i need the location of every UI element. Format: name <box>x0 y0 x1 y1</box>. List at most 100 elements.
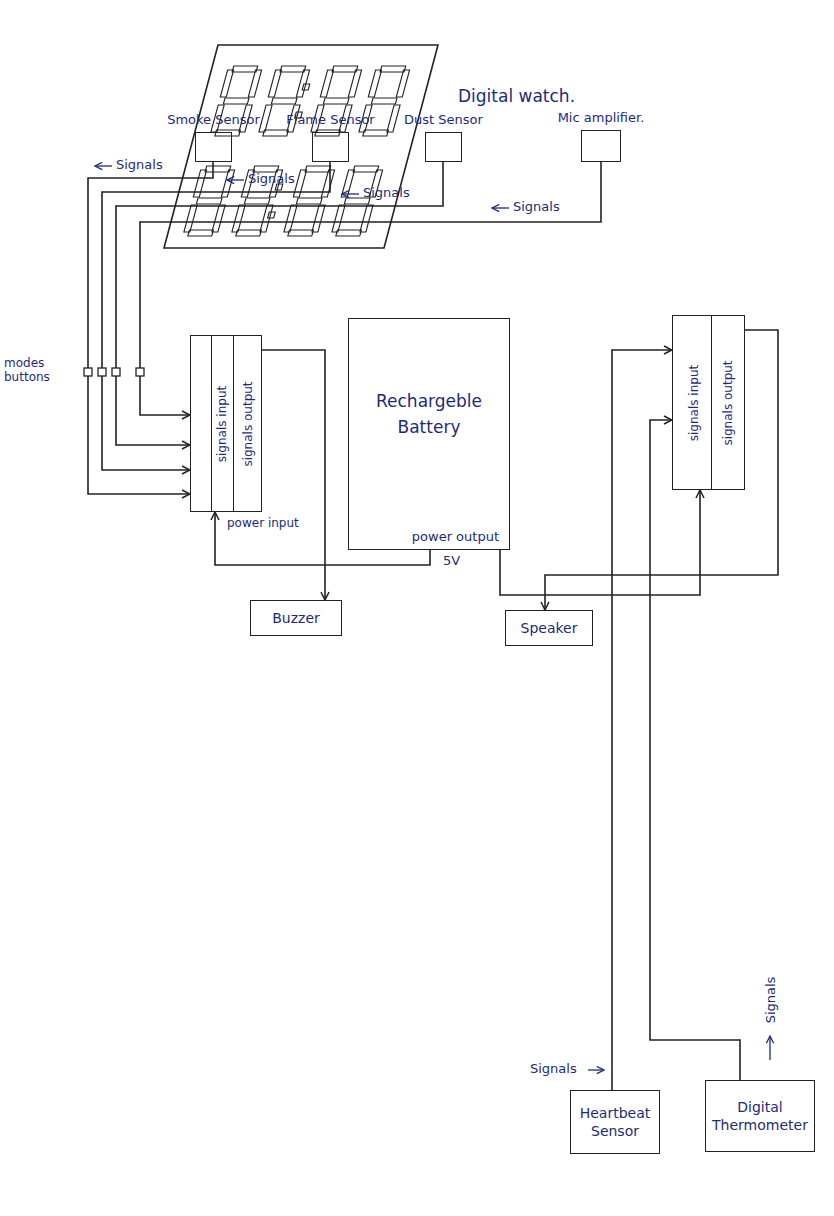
speaker-box: Speaker <box>505 610 593 646</box>
digit-segment <box>315 130 341 136</box>
divider-line <box>211 336 212 511</box>
divider-line <box>233 336 234 511</box>
digit-segment <box>387 105 400 132</box>
digit-segment <box>196 198 222 204</box>
controller-box: signals inputsignals output <box>672 315 745 490</box>
digit-segment <box>268 70 281 97</box>
digit-segment <box>293 170 306 197</box>
node-text: Dust Sensor <box>404 112 483 127</box>
digit-segment <box>312 205 325 232</box>
digit-segment <box>259 105 272 132</box>
signal-arrow <box>227 179 244 180</box>
node-text: signals output <box>241 381 255 466</box>
node-text: Buzzer <box>272 609 320 627</box>
signal-arrow <box>342 193 359 194</box>
thermometer-box: Digital Thermometer <box>705 1080 815 1152</box>
signal-label: Signals <box>116 157 163 172</box>
digit-segment <box>248 70 261 97</box>
digit-segment <box>244 198 270 204</box>
digit-segment <box>280 66 306 72</box>
digit-segment <box>396 70 409 97</box>
mode-button <box>98 368 106 376</box>
figure-caption: Digital watch. <box>458 86 575 106</box>
digit-segment <box>205 166 231 172</box>
node-text: Rechargeble Battery <box>357 389 501 440</box>
node-text: Digital Thermometer <box>712 1098 808 1134</box>
signal-arrows <box>95 166 770 1070</box>
digit-segment <box>341 170 354 197</box>
digit-segment <box>232 66 258 72</box>
amplifier-box: Mic amplifier. <box>581 130 621 162</box>
signal-label: Signals <box>763 977 778 1024</box>
digit-segment <box>353 166 379 172</box>
digit-segment <box>321 170 334 197</box>
sensor-box: Smoke Sensor <box>195 132 232 162</box>
mode-button <box>136 368 144 376</box>
node-text: 5V <box>443 553 460 568</box>
signal-wire <box>612 350 672 1090</box>
digit-segment <box>288 230 314 236</box>
mode-buttons <box>84 368 144 376</box>
digit-segment <box>263 130 289 136</box>
signal-arrow <box>95 165 112 166</box>
sensor-box: Flame Sensor <box>312 132 349 162</box>
digit-segment <box>336 230 362 236</box>
digit-segment <box>193 170 206 197</box>
signal-arrow <box>588 1069 604 1070</box>
node-text: Heartbeat Sensor <box>577 1104 653 1140</box>
button-label: modes buttons <box>4 356 66 384</box>
digit-segment <box>184 205 197 232</box>
digit-segment <box>296 70 309 97</box>
digit-segment <box>221 170 234 197</box>
signal-label: Signals <box>363 185 410 200</box>
digit-segment <box>320 70 333 97</box>
digit-segment <box>368 70 381 97</box>
node-text: signals output <box>721 360 735 445</box>
digit-segment <box>332 205 345 232</box>
digit-segment <box>380 66 406 72</box>
divider-line <box>711 316 712 489</box>
watch-outline <box>164 45 438 248</box>
digit-segment <box>220 70 233 97</box>
digit-segment <box>305 166 331 172</box>
signal-wire <box>215 512 430 565</box>
signal-wire <box>545 330 778 610</box>
node-text: Speaker <box>521 619 578 637</box>
watch-digits <box>184 66 410 236</box>
signal-label: Signals <box>530 1061 577 1076</box>
digit-segment <box>348 70 361 97</box>
digit-segment <box>323 98 349 104</box>
digit-segment <box>302 84 310 90</box>
mode-button <box>112 368 120 376</box>
digit-segment <box>360 205 373 232</box>
signal-wire <box>262 350 325 600</box>
battery-box: Rechargeble Batterypower output5V <box>348 318 510 550</box>
node-text: signals input <box>215 385 229 461</box>
digit-segment <box>363 130 389 136</box>
signal-wire <box>140 162 601 415</box>
signal-label: Signals <box>513 199 560 214</box>
node-text: power input <box>227 516 299 530</box>
signal-wire <box>102 162 330 470</box>
signal-arrow <box>769 1036 770 1060</box>
node-text: Mic amplifier. <box>558 110 645 125</box>
signal-label: Signals <box>248 171 295 186</box>
sensor-box: Heartbeat Sensor <box>570 1090 660 1154</box>
digit-segment <box>223 98 249 104</box>
node-text: Smoke Sensor <box>167 112 260 127</box>
signal-wire <box>650 420 740 1080</box>
digit-segment <box>232 205 245 232</box>
mode-button <box>84 368 92 376</box>
sensor-box: Dust Sensor <box>425 132 462 162</box>
digit-segment <box>371 98 397 104</box>
signal-arrow <box>492 207 509 208</box>
signal-wire <box>500 490 700 595</box>
digit-segment <box>332 66 358 72</box>
controller-box: signals inputsignals outputpower input <box>190 335 262 512</box>
node-text: power output <box>412 529 499 544</box>
digit-segment <box>296 198 322 204</box>
digit-segment <box>236 230 262 236</box>
digit-segment <box>215 130 241 136</box>
